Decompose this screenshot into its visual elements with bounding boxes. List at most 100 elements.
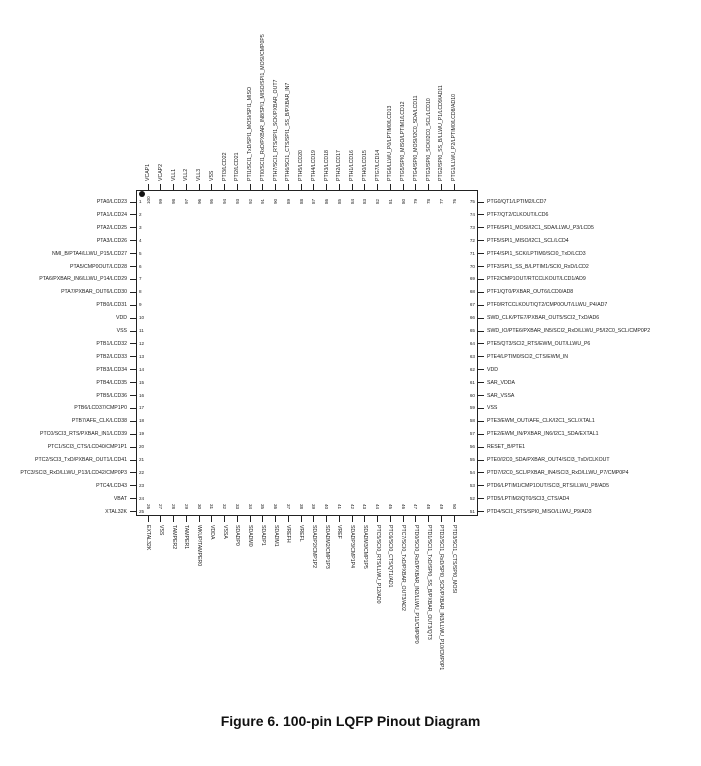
pin-number-left: 19: [139, 431, 145, 437]
pin-number-left: 6: [139, 263, 142, 269]
pin-lead-top: [402, 184, 404, 190]
pin-number-right: 52: [469, 495, 475, 501]
pin-number-bottom: 26: [145, 504, 151, 510]
pin-lead-left: [130, 356, 136, 358]
pin-label-bottom: EXTAL32K: [145, 525, 151, 551]
pin-number-bottom: 34: [247, 504, 253, 510]
pin-number-right: 51: [469, 508, 475, 514]
pin-number-left: 10: [139, 315, 145, 321]
pin-lead-bottom: [389, 516, 391, 522]
pin-label-left: PTC2/SCI3_TxD/PXBAR_OUT1/LCD41: [35, 457, 127, 463]
pin-lead-right: [478, 291, 484, 293]
pin-number-top: 78: [426, 198, 431, 204]
pin-label-right: PTF2/CMP1OUT/RTCCLKOUT/LCD1/AD9: [487, 276, 586, 283]
pin-lead-top: [364, 184, 366, 190]
pin-number-bottom: 33: [234, 504, 240, 510]
pin-number-top: 93: [234, 198, 240, 204]
pin-label-bottom: TAMPER2: [170, 525, 177, 550]
pin-number-bottom: 42: [349, 504, 355, 510]
pin-label-left: PTA6/PXBAR_IN6/LLWU_P14/LCD29: [39, 276, 127, 283]
pin-number-right: 62: [469, 366, 475, 372]
pin-lead-bottom: [313, 516, 315, 522]
pin-label-left: PTB2/LCD33: [96, 353, 127, 360]
pin-lead-right: [478, 369, 484, 371]
pin-label-top: PTG3/SPI0_SCK/I2C0_SCL/LCD10: [425, 98, 432, 181]
pin-lead-bottom: [415, 516, 417, 522]
pin-label-bottom: SDADP0: [234, 525, 241, 546]
pin-label-left: PTB7/AFE_CLK/LCD38: [71, 418, 127, 425]
pin-lead-top: [389, 184, 391, 190]
pin-lead-top: [313, 184, 315, 190]
pin-lead-left: [130, 304, 136, 306]
pin-label-top: PTH6/SCI1_CTS/SPI1_SS_B/PXBAR_IN7: [285, 82, 292, 181]
pin-lead-right: [478, 472, 484, 474]
pin-number-top: 95: [209, 198, 215, 204]
pin-number-left: 17: [139, 405, 145, 411]
pin-number-top: 80: [400, 198, 406, 204]
pin-label-left: PTC0/SCI3_RTS/PXBAR_IN1/LCD39: [40, 431, 127, 438]
pin-number-left: 3: [139, 224, 142, 230]
pin-label-bottom: SDADM0: [247, 525, 253, 547]
pin-label-left: PTB6/LCD37/CMP1P0: [74, 405, 127, 412]
pin-label-top: PTG2/SPI0_SS_B/LLWU_P1/LCD9/AD11: [438, 85, 445, 181]
pin-label-right: SAR_VDDA: [487, 379, 515, 386]
pin-lead-left: [130, 330, 136, 332]
pin-label-left: VSS: [116, 328, 127, 334]
pin-number-top: 81: [387, 198, 393, 204]
pin-lead-left: [130, 446, 136, 448]
pin-lead-left: [130, 369, 136, 371]
pin-number-bottom: 50: [451, 504, 457, 510]
pin-number-top: 88: [298, 198, 304, 204]
pin-number-bottom: 38: [298, 504, 304, 510]
pin-lead-bottom: [351, 516, 353, 522]
pin-number-bottom: 47: [413, 504, 419, 510]
pin-number-right: 75: [469, 199, 475, 204]
pin-number-top: 99: [158, 198, 164, 204]
pin-number-right: 54: [469, 469, 475, 475]
pin-label-bottom: PTC5/SCI0_RTS/LLWU_P12/AD0: [374, 525, 381, 604]
pin-number-right: 64: [469, 340, 475, 346]
pin-label-top: VSS: [208, 170, 215, 181]
pin-lead-top: [351, 184, 353, 190]
pin-number-left: 4: [139, 237, 142, 243]
pin-number-left: 2: [139, 211, 142, 217]
pin-lead-left: [130, 459, 136, 461]
pin-label-left: PTA0/LCD23: [96, 199, 127, 205]
pin-lead-right: [478, 330, 484, 332]
pin-number-right: 58: [469, 418, 475, 424]
pin-lead-right: [478, 459, 484, 461]
pin-number-left: 25: [139, 508, 145, 514]
pin-label-top: PTG6/LLWU_P0/LPTIM0/LCD13: [387, 105, 394, 181]
pin-label-left: PTB0/LCD31: [96, 302, 127, 309]
pin-label-right: VSS: [487, 405, 498, 412]
pin-number-right: 73: [469, 224, 475, 230]
pin-label-left: VDD: [116, 315, 127, 322]
pin-number-right: 67: [469, 302, 475, 308]
pin-label-right: PTF0/RTCCLKOUT/QT2/CMP0OUT/LLWU_P4/AD7: [487, 302, 608, 309]
pin-label-bottom: SDADM1: [272, 525, 279, 547]
pin-label-top: PTI3/LCD22: [221, 152, 228, 181]
pin-lead-top: [185, 184, 187, 190]
pin-number-top: 100: [145, 196, 151, 204]
pin-number-top: 76: [451, 198, 457, 204]
pin-label-left: PTC1/SCI3_CTS/LCD40/CMP1P1: [47, 444, 127, 451]
pin-label-right: PTF4/SPI1_SCK/LPTIM0/SCI0_TxD/LCD3: [487, 250, 586, 257]
pin-lead-left: [130, 498, 136, 500]
pin-lead-bottom: [338, 516, 340, 522]
pin-label-right: PTF6/SPI1_MOSI/I2C1_SDA/LLWU_P3/LCD5: [487, 224, 594, 231]
pin1-indicator-dot: [139, 191, 145, 197]
pin-number-left: 11: [139, 328, 144, 333]
pin-label-bottom: WKUP/TAMPER0: [196, 525, 202, 567]
pin-lead-right: [478, 240, 484, 242]
pin-label-bottom: VSS: [157, 525, 164, 536]
pin-number-top: 94: [222, 198, 227, 204]
pin-number-top: 84: [349, 198, 355, 204]
pin-label-bottom: SDADP3/CMP1P4: [349, 525, 355, 568]
pin-number-left: 5: [139, 250, 142, 256]
pin-label-right: SWD_IO/PTE6/PXBAR_IN5/SCI2_RxD/LLWU_P5/I…: [487, 328, 651, 334]
pin-lead-left: [130, 240, 136, 242]
pin-label-top: VCAP2: [157, 163, 164, 181]
pin-lead-top: [440, 184, 442, 190]
pin-lead-right: [478, 201, 484, 203]
pin-label-bottom: VREFH: [285, 525, 292, 543]
